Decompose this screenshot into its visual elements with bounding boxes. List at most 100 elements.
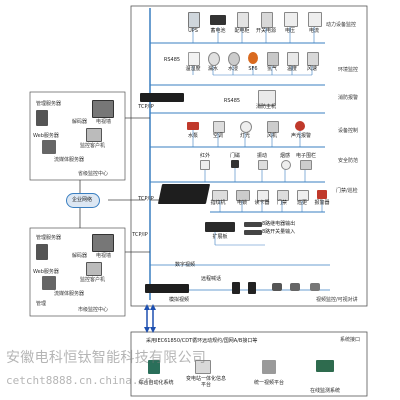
nvr-device — [145, 284, 189, 293]
device-label: 水浸 — [227, 66, 238, 72]
remote-talk-label: 远程喊话 — [200, 276, 221, 282]
flood-sensor-icon — [228, 52, 240, 66]
ups-icon — [188, 12, 200, 28]
patrol-icon — [297, 190, 309, 201]
device-label: 门磁 — [229, 153, 240, 159]
expansion-board-label: 扩展板 — [212, 234, 228, 240]
device-label: 烟感 — [279, 153, 290, 159]
analog-video-label: 模拟视频 — [168, 297, 189, 303]
switch-input-device — [244, 230, 262, 235]
device-label: 空调 — [212, 133, 223, 139]
device-label: 门禁 — [276, 200, 287, 206]
device-label: 开关电源 — [255, 28, 276, 34]
relay-output-device — [244, 222, 262, 227]
door-magnet-icon — [231, 160, 239, 168]
device-label: 蓄电池 — [210, 28, 226, 34]
device-label: 声光报警 — [290, 133, 311, 139]
speaker-icon — [232, 282, 240, 294]
bottom-item-label: 综合自动化系统 — [138, 380, 174, 386]
monitor-client-label: 监控客户机 — [80, 277, 106, 283]
camera-icon — [310, 283, 320, 291]
door-controller-device — [157, 184, 211, 204]
bottom-item-label: 在线监测系统 — [309, 388, 340, 394]
device-label: 灯光 — [239, 133, 250, 139]
label-fire: 消防报警 — [338, 95, 359, 101]
tv-wall-icon — [92, 100, 114, 118]
device-label: 读卡器 — [254, 200, 270, 206]
battery-icon — [210, 15, 226, 25]
tv-wall-label: 电视墙 — [96, 119, 112, 125]
rs485-top-label: RS485 — [163, 57, 181, 63]
fence-icon — [300, 160, 312, 170]
hydrogen-sensor-icon — [267, 52, 279, 66]
tv-wall-label: 电视墙 — [96, 253, 112, 259]
automation-icon — [148, 360, 160, 374]
smoke-detector-icon — [281, 160, 291, 170]
device-label: 电子围栏 — [295, 153, 316, 159]
network-label: 企业网络 — [71, 197, 92, 203]
device-label: 水泵 — [187, 133, 198, 139]
voltage-meter-icon — [284, 12, 298, 27]
online-monitor-icon — [316, 360, 334, 372]
power-supply-icon — [261, 12, 273, 28]
label-video: 视频监控/可视对讲 — [316, 297, 358, 303]
device-label: 电流 — [308, 28, 319, 34]
device-label: 氢气 — [266, 66, 277, 72]
pump-icon — [187, 122, 199, 130]
network-cloud-icon — [66, 193, 100, 208]
server-icon — [36, 244, 48, 260]
storage-server-label: 流媒体服务器 — [54, 157, 85, 163]
speaker-icon — [248, 282, 256, 294]
tv-wall-icon — [92, 234, 114, 252]
distribution-cabinet-icon — [237, 12, 249, 28]
device-label: 电压 — [284, 28, 295, 34]
label-power-monitor: 动力设备监控 — [326, 22, 357, 28]
sf6-sensor-icon — [248, 52, 258, 64]
bottom-frame — [130, 331, 368, 397]
right-frame — [130, 5, 368, 307]
expansion-board-device — [205, 222, 235, 232]
alarm-icon — [295, 121, 305, 131]
rs485-mid-label: RS485 — [223, 98, 241, 104]
label-door-patrol: 门禁/巡检 — [336, 188, 358, 194]
fingerprint-icon — [212, 190, 228, 201]
city-frame — [29, 227, 126, 317]
device-label: 指纹机 — [210, 200, 226, 206]
platform-icon — [195, 360, 211, 374]
main-controller-device — [140, 93, 184, 102]
device-label: 巡更 — [296, 200, 307, 206]
storage-server-label: 流媒体服务器 — [54, 291, 85, 297]
monitor-client-label: 监控客户机 — [80, 143, 106, 149]
watermark-url: cetcht8888.cn.china.cn — [6, 374, 152, 387]
card-reader-icon — [257, 190, 269, 201]
label-system-interface: 系统接口 — [340, 337, 361, 343]
vibration-icon — [258, 160, 268, 170]
label-equipment-control: 设备控制 — [338, 128, 359, 134]
air-conditioner-icon — [213, 121, 225, 133]
server-icon — [36, 110, 48, 126]
web-server-label: Web服务器 — [33, 133, 59, 139]
city-center-title: 市级监控中心 — [78, 307, 109, 313]
pc-icon — [86, 262, 102, 276]
device-label: 风速 — [306, 66, 317, 72]
bottom-item-label: 统一视频平台 — [253, 380, 284, 386]
device-label: 电锁 — [236, 200, 247, 206]
server-icon — [42, 276, 56, 290]
label-environment: 环境监控 — [338, 67, 359, 73]
temp-humidity-icon — [188, 52, 200, 66]
device-label: 配电柜 — [234, 28, 250, 34]
device-label: UPS — [188, 28, 198, 34]
switch-input-label: 8路开关量输入 — [262, 229, 296, 235]
protocol-label: 采用IEC61850/CDT循环远动规约/国网A/B接口等 — [146, 338, 258, 344]
tcpip-left-label: TCP/IP — [132, 232, 148, 238]
mgmt-server-label: 管理服务器 — [36, 235, 62, 241]
device-label: SF6 — [248, 66, 258, 72]
manager-label: 管理 — [36, 301, 47, 307]
device-label: 振动 — [256, 153, 267, 159]
watermark-company: 安徽电科恒钛智能科技有限公司 — [6, 350, 207, 366]
provincial-center-title: 省级监控中心 — [78, 171, 109, 177]
server-icon — [42, 140, 56, 154]
video-platform-icon — [262, 360, 276, 374]
decoder-label: 解码器 — [72, 253, 88, 259]
current-meter-icon — [308, 12, 322, 27]
